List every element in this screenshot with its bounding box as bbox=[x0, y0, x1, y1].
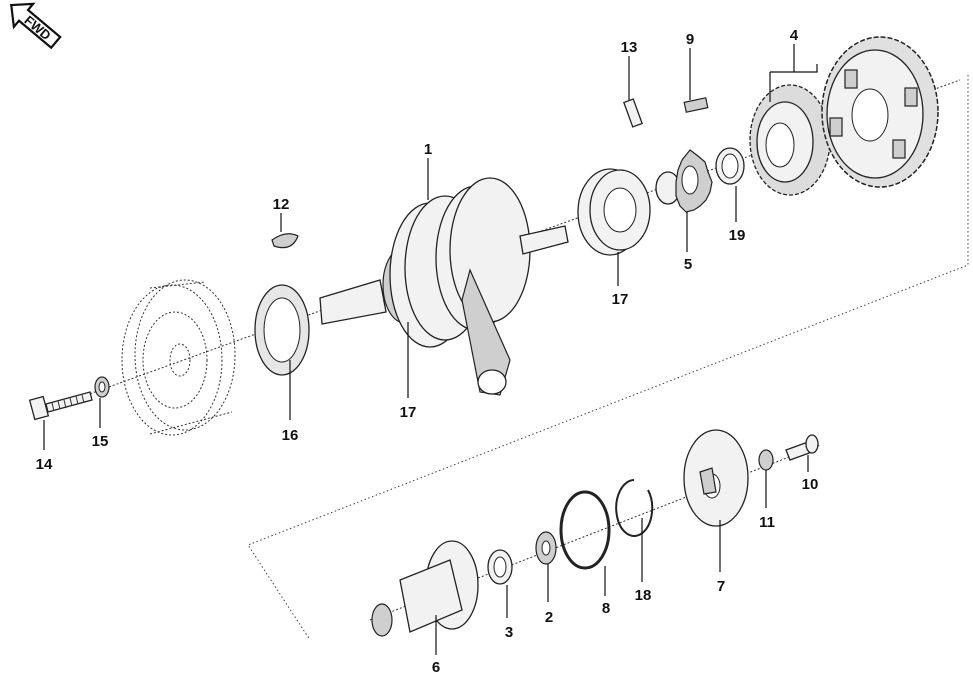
part-label: 16 bbox=[282, 427, 299, 444]
washer bbox=[94, 376, 110, 398]
snap-ring bbox=[615, 479, 654, 537]
part-label: 15 bbox=[92, 433, 109, 450]
part-label: 19 bbox=[729, 227, 746, 244]
part-label: 4 bbox=[790, 27, 799, 44]
dowel-pin bbox=[623, 98, 643, 128]
crankshaft-assembly bbox=[319, 177, 569, 396]
oil-filter-cover bbox=[683, 429, 749, 527]
o-ring bbox=[559, 490, 611, 570]
part-label: 17 bbox=[612, 291, 629, 308]
timing-sprocket bbox=[655, 149, 713, 213]
lock-nut bbox=[535, 531, 557, 565]
fwd-arrow-badge: FWD bbox=[10, 2, 62, 50]
spline-key bbox=[683, 97, 709, 113]
arrow-left-icon bbox=[10, 2, 62, 50]
part-label: 13 bbox=[621, 39, 638, 56]
woodruff-key bbox=[271, 233, 299, 249]
starter-driven-gear bbox=[749, 36, 939, 196]
assembly-link-line bbox=[247, 75, 969, 641]
part-label: 17 bbox=[400, 404, 417, 421]
gasket-ring bbox=[254, 284, 310, 376]
part-label: 7 bbox=[717, 578, 725, 595]
part-label: 9 bbox=[686, 31, 694, 48]
part-label: 18 bbox=[635, 587, 652, 604]
part-label: 11 bbox=[759, 514, 775, 531]
main-bearing-right bbox=[577, 168, 651, 256]
part-label: 10 bbox=[802, 476, 819, 493]
part-label: 1 bbox=[424, 141, 432, 158]
flywheel-bolt bbox=[28, 391, 93, 421]
oil-filter-rotor-body bbox=[371, 540, 479, 637]
part-label: 5 bbox=[684, 256, 692, 273]
cover-bolt bbox=[785, 434, 819, 461]
sealing-washer bbox=[758, 449, 774, 471]
part-label: 6 bbox=[432, 659, 440, 676]
part-label: 2 bbox=[545, 609, 553, 626]
part-label: 12 bbox=[273, 196, 290, 213]
part-label: 14 bbox=[36, 456, 53, 473]
leader-lines bbox=[43, 44, 818, 655]
spacer-collar bbox=[715, 147, 745, 185]
part-label: 8 bbox=[602, 600, 610, 617]
thrust-washer bbox=[487, 549, 513, 585]
part-label: 3 bbox=[505, 624, 513, 641]
flywheel-rotor bbox=[121, 279, 236, 436]
